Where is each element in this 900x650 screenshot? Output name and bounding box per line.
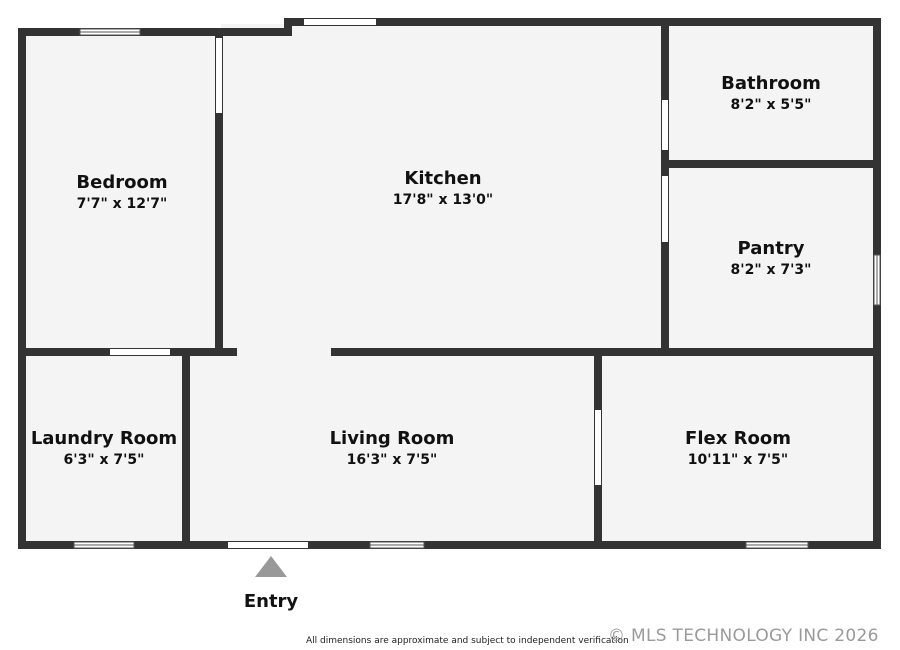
window-laundry-bottom (73, 541, 135, 549)
window-living-bottom (369, 541, 425, 549)
room-dims-bedroom: 7'7" x 12'7" (77, 196, 168, 212)
door-living-flex (595, 410, 601, 485)
entry-label: Entry (244, 591, 299, 612)
wall-bath-pantry (661, 160, 881, 168)
room-dims-bathroom: 8'2" x 5'5" (731, 97, 812, 113)
door-openings (110, 19, 668, 548)
room-name-bedroom: Bedroom (76, 172, 167, 193)
wall-bedroom-kitchen (215, 36, 223, 356)
room-dims-pantry: 8'2" x 7'3" (731, 262, 812, 278)
room-dims-living: 16'3" x 7'5" (347, 452, 438, 468)
copyright-text: © MLS TECHNOLOGY INC 2026 (608, 626, 879, 646)
room-dims-laundry: 6'3" x 7'5" (64, 452, 145, 468)
floor-pantry (666, 165, 877, 353)
room-name-bathroom: Bathroom (721, 73, 821, 94)
wall-top-left (18, 28, 292, 36)
window-flex-bottom (745, 541, 809, 549)
door-kitchen-pantry (662, 176, 668, 242)
door-bedroom-laundry (110, 349, 170, 355)
door-entry (228, 542, 308, 548)
window-pantry-right (873, 254, 881, 306)
room-labels: Bedroom 7'7" x 12'7" Kitchen 17'8" x 13'… (31, 73, 821, 468)
door-bedroom-kitchen (216, 38, 222, 113)
wall-laundry-living (182, 352, 190, 549)
floor-laundry (24, 352, 186, 545)
floor-living (186, 352, 598, 545)
windows (73, 28, 881, 549)
disclaimer-text: All dimensions are approximate and subje… (306, 636, 629, 646)
room-name-kitchen: Kitchen (404, 168, 481, 189)
room-name-living: Living Room (330, 428, 455, 449)
wall-bottom (18, 541, 881, 549)
wall-left (18, 28, 26, 549)
floor-kitchen (221, 24, 666, 352)
door-top-kitchen (304, 19, 376, 25)
room-dims-kitchen: 17'8" x 13'0" (393, 192, 493, 208)
wall-top-right (284, 18, 881, 26)
floor-bathroom (666, 24, 877, 165)
floor-bedroom (24, 34, 221, 352)
room-name-laundry: Laundry Room (31, 428, 177, 449)
door-kitchen-bathroom (662, 100, 668, 150)
wall-top-step (284, 18, 292, 36)
entry-arrow-icon (255, 556, 287, 577)
room-dims-flex: 10'11" x 7'5" (688, 452, 788, 468)
wall-mid-right (331, 348, 881, 356)
floor-flex (598, 352, 877, 545)
room-name-pantry: Pantry (738, 238, 805, 259)
room-name-flex: Flex Room (685, 428, 791, 449)
floor-areas (24, 24, 877, 545)
window-bedroom-top (79, 28, 141, 36)
